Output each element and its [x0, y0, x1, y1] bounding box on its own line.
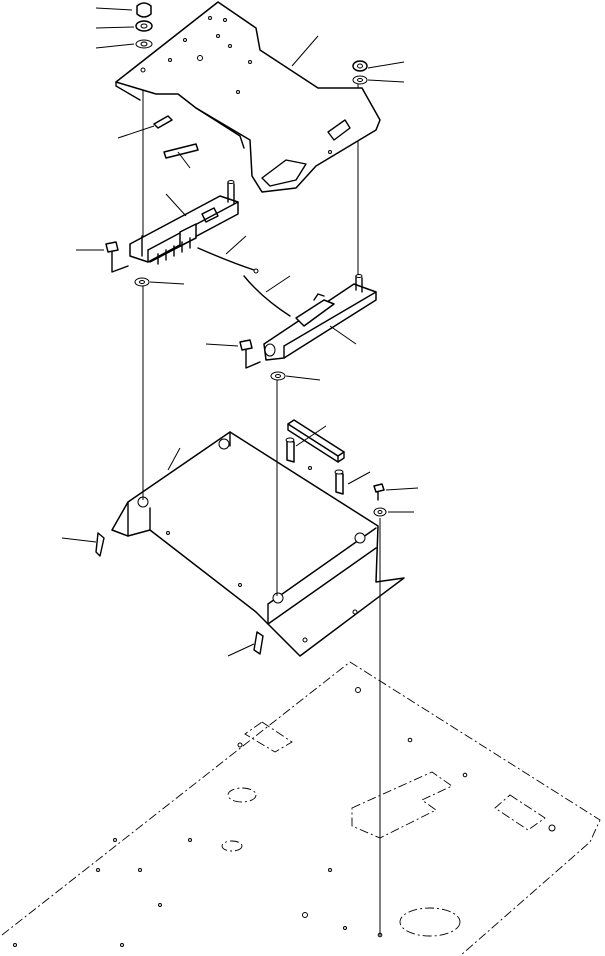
- clip: [95, 532, 105, 557]
- hinge-bracket-right: [263, 274, 377, 361]
- rubber-strip: [287, 419, 345, 463]
- nut: [135, 20, 153, 32]
- stud: [285, 437, 295, 463]
- nut: [352, 60, 368, 72]
- clip: [253, 631, 264, 655]
- cap: [136, 2, 152, 18]
- spring-wire: [197, 247, 291, 317]
- washer: [135, 39, 153, 49]
- stud: [334, 469, 344, 495]
- washer: [373, 507, 387, 517]
- pin: [163, 143, 199, 159]
- bolt: [239, 339, 261, 369]
- bolt: [373, 483, 385, 501]
- floor-plate: [1, 661, 601, 956]
- washer: [134, 277, 150, 287]
- washer: [352, 75, 368, 85]
- bolt: [105, 241, 129, 273]
- upper-mounting-plate: [115, 1, 381, 193]
- lower-mounting-bracket: [111, 431, 405, 657]
- bushing: [153, 115, 173, 129]
- hinge-bracket-left: [129, 180, 239, 265]
- washer: [270, 371, 286, 381]
- leader-lines: [61, 7, 419, 657]
